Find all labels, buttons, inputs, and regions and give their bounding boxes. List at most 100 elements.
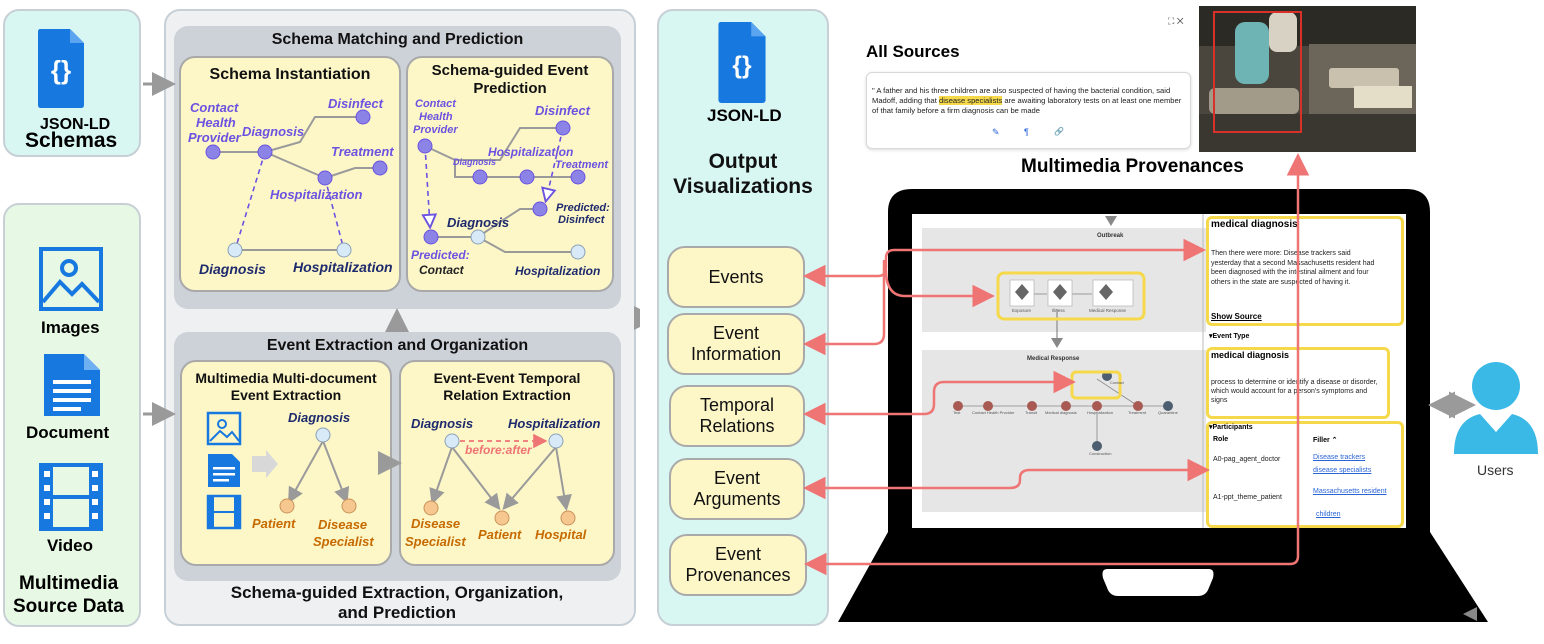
json-file-icon: {} [38, 29, 84, 108]
video-label: Video [47, 536, 93, 555]
guided-diagnosis: Diagnosis [447, 215, 510, 230]
guided-title-2: Prediction [473, 80, 547, 97]
temporal-relations-label-2: Relations [699, 416, 775, 436]
temporal-box [399, 360, 615, 566]
provenance-photo [1199, 6, 1416, 152]
link-icon[interactable]: 🔗 [1054, 127, 1064, 136]
guided-contact-2: Health [419, 111, 453, 123]
events-button[interactable]: Events [667, 246, 805, 308]
temporal-link [803, 370, 1076, 426]
instantiation-box [179, 56, 401, 292]
bottom-caption-1: Schema-guided Extraction, Organization, [230, 583, 564, 602]
events-graph-link [884, 269, 995, 308]
images-label: Images [41, 318, 100, 337]
temporal-title-1: Event-Event Temporal [433, 370, 581, 386]
event-arguments-label-2: Arguments [693, 489, 781, 509]
paragraph-icon[interactable]: ¶ [1024, 127, 1029, 137]
source-text: " A father and his three children are al… [872, 86, 1184, 116]
event-provenances-label-2: Provenances [685, 565, 791, 585]
source-card [866, 72, 1191, 149]
temp-hospitalization: Hospitalization [508, 416, 601, 431]
guided-hospitalization: Hospitalization [488, 145, 574, 159]
inst-contact-1: Contact [190, 100, 239, 115]
svg-text:{}: {} [51, 55, 71, 85]
inst-diagnosis: Diagnosis [242, 124, 305, 139]
inst-diagnosis-bottom: Diagnosis [199, 261, 266, 277]
event-info-link [803, 260, 886, 356]
video-icon [39, 463, 103, 531]
filler-header[interactable]: Filler ⌃ [1313, 437, 1338, 444]
user-icon [1454, 362, 1538, 454]
source-highlight: disease specialists [939, 96, 1003, 105]
temp-disease-1: Disease [411, 516, 461, 531]
detection-box [1213, 11, 1302, 133]
guided-disinfect: Disinfect [535, 103, 590, 118]
mm-disease-1: Disease [318, 517, 368, 532]
filler-2b[interactable]: children [1316, 511, 1341, 518]
document-icon [44, 354, 100, 416]
extraction-title: Event Extraction and Organization [266, 337, 529, 354]
event-information-label-2: Information [690, 344, 782, 364]
guided-hospitalization-bottom: Hospitalization [515, 264, 601, 278]
temp-disease-2: Specialist [405, 534, 466, 549]
mm-disease-2: Specialist [313, 534, 374, 549]
temporal-relations-label-1: Temporal [699, 395, 775, 415]
source-label-2: Source Data [13, 596, 124, 617]
temp-hospital: Hospital [535, 527, 587, 542]
source-label-1: Multimedia [19, 573, 119, 594]
guided-predicted-1: Predicted: [556, 202, 610, 214]
event-provenances-label-1: Event [714, 544, 762, 564]
guided-contact-3: Provider [413, 124, 458, 136]
output-jsonld: JSON-LD [707, 106, 782, 125]
matching-title: Schema Matching and Prediction [271, 31, 524, 48]
inst-contact-2: Health [196, 115, 236, 130]
document-label: Document [26, 423, 110, 442]
provenance-link [804, 153, 1310, 576]
json-output-icon: {} [718, 22, 766, 103]
event-information-label-1: Event [712, 323, 760, 343]
all-sources-title: All Sources [866, 42, 960, 61]
inst-disinfect: Disinfect [328, 96, 383, 111]
edit-icon[interactable]: ✎ [992, 127, 1000, 137]
users-label: Users [1477, 462, 1514, 478]
temp-patient: Patient [478, 527, 522, 542]
guided-treatment: Treatment [555, 159, 608, 171]
guided-diagnosis-small: Diagnosis [453, 157, 497, 167]
temp-diagnosis: Diagnosis [411, 416, 474, 431]
inst-treatment: Treatment [331, 144, 394, 159]
guided-title-1: Schema-guided Event [431, 62, 589, 79]
temporal-title-2: Relation Extraction [443, 387, 571, 403]
filler-2a[interactable]: Massachusetts resident [1313, 488, 1387, 495]
events-button-label: Events [708, 266, 764, 287]
instantiation-title: Schema Instantiation [209, 66, 371, 83]
filler-1a[interactable]: Disease trackers [1313, 454, 1366, 461]
schemas-label-jsonld: JSON-LD [40, 116, 111, 133]
inst-hospitalization-bottom: Hospitalization [293, 259, 393, 275]
guided-predicted-2: Predicted: [411, 248, 470, 262]
mm-patient: Patient [252, 516, 296, 531]
mm-title-2: Event Extraction [230, 387, 342, 403]
mm-title-1: Multimedia Multi-document [195, 370, 377, 386]
svg-text:{}: {} [732, 52, 752, 79]
sources-corner-icons[interactable]: ⛶ ✕ [1168, 16, 1184, 26]
middle-graphs [143, 72, 640, 530]
output-title-1: Output [708, 150, 778, 173]
inst-contact-3: Provider [188, 130, 241, 145]
schemas-label: Schemas [25, 129, 118, 152]
guided-contact: Contact [419, 263, 464, 277]
mm-diagnosis: Diagnosis [288, 410, 351, 425]
filler-1b[interactable]: disease specialists [1313, 467, 1372, 474]
output-title-2: Visualizations [673, 175, 813, 198]
image-icon [39, 247, 103, 311]
guided-contact-1: Contact [415, 98, 456, 110]
temp-relation: before:after [465, 443, 532, 457]
bottom-caption-2: and Prediction [337, 603, 457, 622]
mm-small-icons [206, 411, 278, 530]
source-text-after: are awaiting laboratory tests on at leas… [872, 96, 1182, 115]
events-link [803, 238, 1206, 288]
